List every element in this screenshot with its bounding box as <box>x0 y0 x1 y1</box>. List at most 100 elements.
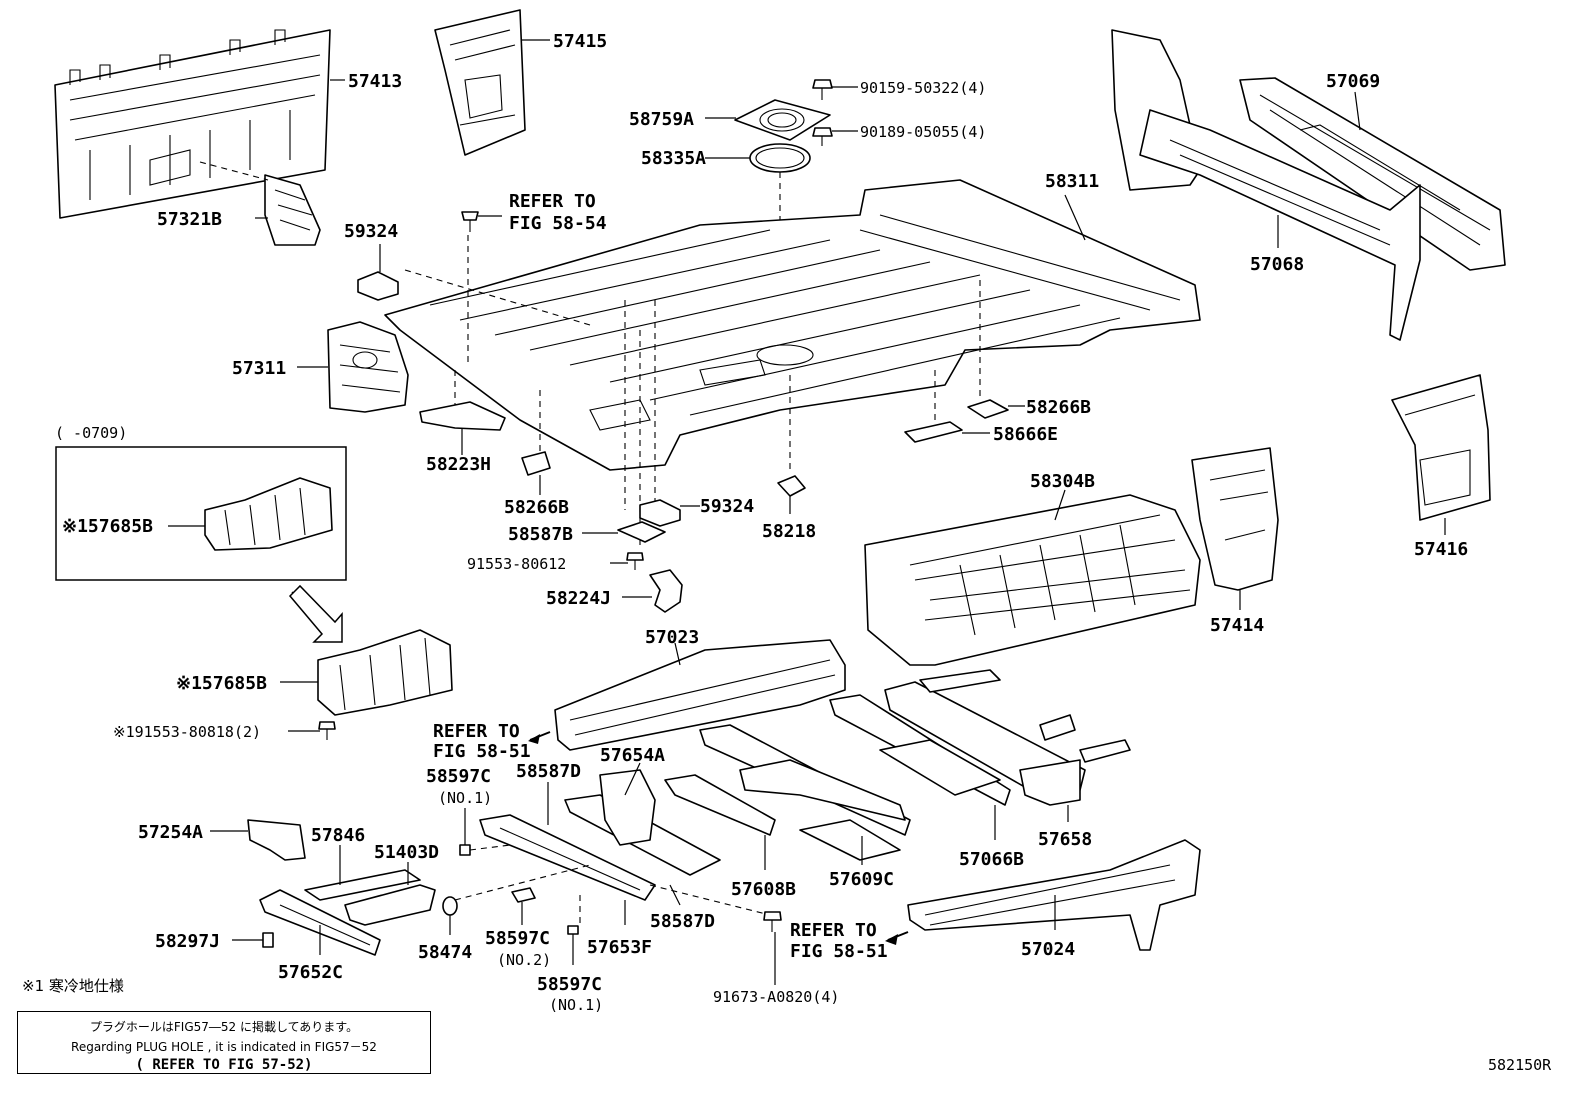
label-57609C: 57609C <box>829 869 894 890</box>
variant-box <box>55 446 347 581</box>
label-57254A: 57254A <box>138 822 203 843</box>
label-58597C-no1-upper: 58597C <box>426 766 491 787</box>
label-58304B: 58304B <box>1030 471 1095 492</box>
label-58587B: 58587B <box>508 524 573 545</box>
part-51403D-drawing <box>344 884 436 926</box>
label-58218: 58218 <box>762 521 816 542</box>
label-57685B: ※157685B <box>176 673 267 694</box>
label-refer-to-c: REFER TO <box>790 920 877 941</box>
part-58224J-drawing <box>649 569 683 613</box>
part-57023-drawing <box>554 639 846 751</box>
label-refer-to-b: REFER TO <box>433 721 520 742</box>
label-58666E: 58666E <box>993 424 1058 445</box>
label-57608B: 57608B <box>731 879 796 900</box>
bolt-91553-80612-drawing <box>626 552 644 570</box>
part-57254A-drawing <box>247 819 306 861</box>
label-57413: 57413 <box>348 71 402 92</box>
part-58759A-drawing <box>734 99 831 141</box>
label-57321B: 57321B <box>157 209 222 230</box>
label-58335A: 58335A <box>641 148 706 169</box>
label-fig-58-51-b: FIG 58-51 <box>790 941 888 962</box>
label-58266B-upper: 58266B <box>1026 397 1091 418</box>
label-57654A: 57654A <box>600 745 665 766</box>
label-91553-80612: 91553-80612 <box>467 555 566 573</box>
part-59324-upper-drawing <box>357 271 399 301</box>
part-58266B-upper-drawing <box>967 399 1009 419</box>
part-57068-drawing <box>1139 109 1421 341</box>
part-57658-drawing <box>884 669 1131 806</box>
label-fig-58-54: FIG 58-54 <box>509 213 607 234</box>
part-58266B-lower-drawing <box>521 451 551 476</box>
part-57685B-drawing <box>317 629 453 716</box>
part-58597C-no1-upper-drawing <box>459 844 471 856</box>
label-58224J: 58224J <box>546 588 611 609</box>
part-58666E-drawing <box>904 421 963 443</box>
label-no2: (NO.2) <box>497 951 551 969</box>
label-58474: 58474 <box>418 942 472 963</box>
label-fig-58-51-a: FIG 58-51 <box>433 741 531 762</box>
label-57024: 57024 <box>1021 939 1075 960</box>
label-57846: 57846 <box>311 825 365 846</box>
part-57652C-drawing <box>259 889 381 956</box>
clip-refer-58-54-drawing <box>461 211 479 232</box>
part-58474-drawing <box>442 896 458 916</box>
part-58304B-drawing <box>864 494 1201 666</box>
part-57413-drawing <box>54 29 331 219</box>
label-90159-50322: 90159-50322(4) <box>860 79 986 97</box>
part-57415-drawing <box>434 9 526 156</box>
part-58597C-no2-drawing <box>511 887 536 903</box>
label-58587D-upper: 58587D <box>516 761 581 782</box>
bolt-91553-80818-drawing <box>318 721 336 740</box>
label-57023: 57023 <box>645 627 699 648</box>
part-58587B-drawing <box>617 521 666 543</box>
footnote: ※1 寒冷地仕様 <box>22 977 124 995</box>
label-no1-lower: (NO.1) <box>549 996 603 1014</box>
label-58587D-lower: 58587D <box>650 911 715 932</box>
label-91673-A0820: 91673-A0820(4) <box>713 988 839 1006</box>
bolt-91673-drawing <box>763 911 782 932</box>
part-57416-drawing <box>1391 374 1491 521</box>
part-58218-drawing <box>777 475 806 497</box>
part-57846-drawing <box>304 869 421 901</box>
label-59324-lower: 59324 <box>700 496 754 517</box>
label-range-0709: ( -0709) <box>55 424 127 442</box>
part-57414-drawing <box>1191 447 1279 591</box>
note-line-1: プラグホールはFIG57―52 に掲載してあります。 <box>89 1020 359 1034</box>
part-57654A-drawing <box>564 769 721 876</box>
label-57066B: 57066B <box>959 849 1024 870</box>
part-57609C-drawing <box>739 759 906 861</box>
figure-code: 582150R <box>1488 1056 1552 1074</box>
part-58223H-drawing <box>419 401 506 431</box>
label-91553-80818: ※191553-80818(2) <box>113 723 261 741</box>
bolt-90189-drawing <box>812 127 833 146</box>
part-57311-drawing <box>327 321 409 413</box>
label-58297J: 58297J <box>155 931 220 952</box>
part-57321B-drawing <box>264 174 321 246</box>
label-57416: 57416 <box>1414 539 1468 560</box>
note-line-2: Regarding PLUG HOLE , it is indicated in… <box>71 1040 377 1054</box>
part-58297J-drawing <box>262 932 274 948</box>
label-58597C-no1-lower: 58597C <box>537 974 602 995</box>
part-57066B-drawing <box>829 694 1011 806</box>
label-57658: 57658 <box>1038 829 1092 850</box>
label-58597C-no2: 58597C <box>485 928 550 949</box>
label-refer-to-a: REFER TO <box>509 191 596 212</box>
label-58266B-lower: 58266B <box>504 497 569 518</box>
label-58311: 58311 <box>1045 171 1099 192</box>
label-58759A: 58759A <box>629 109 694 130</box>
label-51403D: 51403D <box>374 842 439 863</box>
label-57311: 57311 <box>232 358 286 379</box>
part-59324-lower-drawing <box>639 499 681 527</box>
part-58335A-drawing <box>749 143 811 173</box>
arrow-to-variant-drawing <box>288 584 343 643</box>
label-57069: 57069 <box>1326 71 1380 92</box>
label-57653F: 57653F <box>587 937 652 958</box>
label-90189-05055: 90189-05055(4) <box>860 123 986 141</box>
plug-hole-note: プラグホールはFIG57―52 に掲載してあります。 Regarding PLU… <box>17 1011 431 1074</box>
label-57414: 57414 <box>1210 615 1264 636</box>
part-57685B-boxed-drawing <box>204 477 333 551</box>
part-57653F-drawing <box>479 814 656 901</box>
bolt-90159-drawing <box>812 79 833 100</box>
label-57415: 57415 <box>553 31 607 52</box>
